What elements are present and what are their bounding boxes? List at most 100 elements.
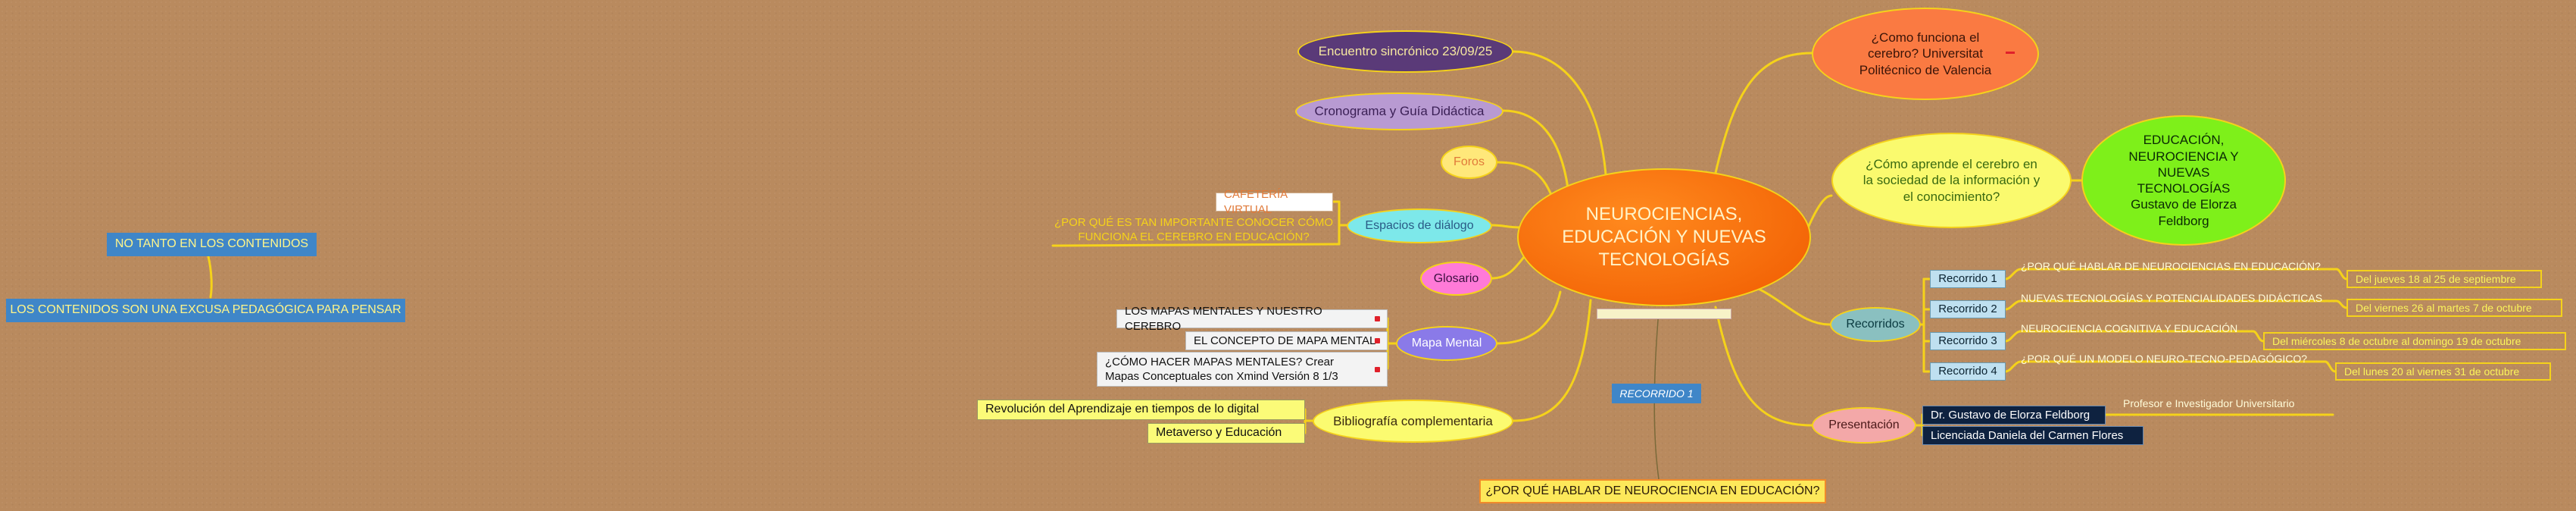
person-gustavo[interactable]: Dr. Gustavo de Elorza Feldborg — [1922, 406, 2106, 425]
mapa-child-como-hacer-marker — [1375, 367, 1380, 372]
central-topic[interactable]: NEUROCIENCIAS, EDUCACIÓN Y NUEVAS TECNOL… — [1517, 168, 1811, 306]
connector-mapa — [1496, 290, 1562, 345]
person-daniela[interactable]: Licenciada Daniela del Carmen Flores — [1922, 426, 2144, 445]
branch-mapa-mental-label: Mapa Mental — [1411, 337, 1482, 350]
branch-presentacion[interactable]: Presentación — [1812, 407, 1916, 444]
person-daniela-name: Licenciada Daniela del Carmen Flores — [1931, 428, 2124, 442]
como-funciona-marker — [2006, 52, 2015, 54]
connector-r2-date — [2335, 299, 2348, 309]
branch-foros-label: Foros — [1453, 155, 1485, 168]
person-gustavo-name: Dr. Gustavo de Elorza Feldborg — [1931, 408, 2090, 422]
person-gustavo-role[interactable]: Profesor e Investigador Universitario — [2123, 397, 2294, 411]
espacios-child-cafeteria[interactable]: CAFETERÍA VIRTUAL — [1216, 188, 1333, 216]
espacios-child-por-que[interactable]: ¿POR QUÉ ES TAN IMPORTANTE CONOCER CÓMO … — [1053, 216, 1335, 245]
mapa-child-concepto-label: EL CONCEPTO DE MAPA MENTAL — [1194, 334, 1376, 347]
branch-presentacion-label: Presentación — [1828, 419, 1900, 431]
recorrido-4-date-text: Del lunes 20 al viernes 31 de octubre — [2344, 365, 2520, 378]
connector-como-funciona — [1714, 52, 1813, 174]
branch-como-funciona-label: ¿Como funciona el cerebro? Universitat P… — [1859, 30, 1992, 77]
branch-mapa-mental[interactable]: Mapa Mental — [1396, 326, 1497, 361]
recorrido-3-date-text: Del miércoles 8 de octubre al domingo 19… — [2272, 334, 2521, 347]
floating-bottom-question-text: ¿POR QUÉ HABLAR DE NEUROCIENCIA EN EDUCA… — [1485, 484, 1820, 497]
branch-recorridos[interactable]: Recorridos — [1830, 307, 1921, 342]
espacios-child-cafeteria-label: CAFETERÍA VIRTUAL — [1224, 188, 1288, 216]
connector-glosario — [1491, 252, 1528, 280]
recorrido-1-topic[interactable]: ¿POR QUÉ HABLAR DE NEUROCIENCIAS EN EDUC… — [2021, 260, 2321, 274]
recorrido-3-date[interactable]: Del miércoles 8 de octubre al domingo 19… — [2263, 332, 2566, 350]
connector-encuentro — [1512, 50, 1607, 176]
connector-espacios-children — [1338, 200, 1348, 246]
recorrido-2-date-text: Del viernes 26 al martes 7 de octubre — [2356, 301, 2532, 314]
connector-mapa-children — [1386, 317, 1397, 370]
floating-recorrido-tag[interactable]: RECORRIDO 1 — [1612, 384, 1701, 403]
branch-como-aprende[interactable]: ¿Cómo aprende el cerebro en la sociedad … — [1831, 133, 2072, 228]
connector-presentacion — [1714, 306, 1813, 427]
branch-encuentro[interactable]: Encuentro sincrónico 23/09/25 — [1297, 30, 1513, 73]
recorrido-1-label[interactable]: Recorrido 1 — [1930, 270, 2006, 288]
mapa-child-nuestro-cerebro-marker — [1375, 316, 1380, 321]
recorrido-3-label[interactable]: Recorrido 3 — [1930, 332, 2006, 350]
branch-glosario[interactable]: Glosario — [1420, 262, 1492, 296]
mapa-child-concepto-marker — [1375, 338, 1380, 343]
recorrido-4-topic[interactable]: ¿POR QUÉ UN MODELO NEURO-TECNO-PEDAGÓGIC… — [2021, 353, 2307, 366]
recorrido-1-text: Recorrido 1 — [1938, 272, 1997, 286]
recorrido-3-topic[interactable]: NEUROCIENCIA COGNITIVA Y EDUCACIÓN — [2021, 322, 2237, 336]
recorrido-4-label[interactable]: Recorrido 4 — [1930, 362, 2006, 381]
floating-left-bottom[interactable]: LOS CONTENIDOS SON UNA EXCUSA PEDAGÓGICA… — [6, 299, 405, 322]
recorrido-3-text: Recorrido 3 — [1938, 334, 1997, 348]
connector-bibliografia — [1512, 299, 1592, 422]
mapa-child-como-hacer[interactable]: ¿CÓMO HACER MAPAS MENTALES? Crear Mapas … — [1097, 352, 1388, 387]
bib-child-metaverso[interactable]: Metaverso y Educación — [1147, 423, 1305, 444]
bib-child-revolucion-label: Revolución del Aprendizaje en tiempos de… — [985, 403, 1260, 416]
recorrido-2-text: Recorrido 2 — [1938, 303, 1997, 316]
recorrido-4-date[interactable]: Del lunes 20 al viernes 31 de octubre — [2335, 362, 2551, 381]
branch-foros[interactable]: Foros — [1441, 146, 1497, 179]
mapa-child-concepto[interactable]: EL CONCEPTO DE MAPA MENTAL — [1185, 331, 1388, 350]
connector-bib-children — [1304, 408, 1314, 434]
recorrido-1-date[interactable]: Del jueves 18 al 25 de septiembre — [2347, 270, 2542, 288]
branch-bibliografia[interactable]: Bibliografía complementaria — [1313, 400, 1513, 443]
floating-recorrido-tag-text: RECORRIDO 1 — [1619, 387, 1694, 400]
mapa-child-nuestro-cerebro[interactable]: LOS MAPAS MENTALES Y NUESTRO CEREBRO — [1116, 305, 1388, 333]
connector-presentacion-children — [1915, 413, 1924, 437]
recorrido-2-topic[interactable]: NUEVAS TECNOLOGÍAS Y POTENCIALIDADES DID… — [2021, 292, 2322, 306]
connector-recorridos — [1756, 287, 1831, 326]
branch-recorridos-label: Recorridos — [1846, 318, 1905, 331]
connector-por-que — [1051, 243, 1341, 247]
branch-como-funciona[interactable]: ¿Como funciona el cerebro? Universitat P… — [1812, 8, 2039, 100]
connector-r2-topic — [2004, 299, 2338, 311]
floating-left-bottom-text: LOS CONTENIDOS SON UNA EXCUSA PEDAGÓGICA… — [10, 303, 401, 317]
person-gustavo-role-text: Profesor e Investigador Universitario — [2123, 397, 2295, 409]
connector-left-float — [207, 255, 213, 299]
connector-r1-topic — [2004, 268, 2338, 281]
branch-libro-label: EDUCACIÓN, NEUROCIENCIA Y NUEVAS TECNOLO… — [2128, 133, 2239, 228]
connector-r4-date — [2324, 360, 2337, 373]
branch-cronograma[interactable]: Cronograma y Guía Didáctica — [1295, 92, 1503, 130]
mapa-child-nuestro-cerebro-label: LOS MAPAS MENTALES Y NUESTRO CEREBRO — [1125, 305, 1322, 333]
central-topic-label: NEUROCIENCIAS, EDUCACIÓN Y NUEVAS TECNOL… — [1562, 204, 1766, 270]
connector-r4-topic — [2004, 360, 2327, 373]
recorrido-1-topic-text: ¿POR QUÉ HABLAR DE NEUROCIENCIAS EN EDUC… — [2021, 260, 2321, 272]
floating-bottom-question[interactable]: ¿POR QUÉ HABLAR DE NEUROCIENCIA EN EDUCA… — [1479, 479, 1826, 503]
recorrido-2-label[interactable]: Recorrido 2 — [1930, 300, 2006, 318]
floating-left-top-text: NO TANTO EN LOS CONTENIDOS — [114, 237, 309, 251]
floating-left-top[interactable]: NO TANTO EN LOS CONTENIDOS — [107, 233, 317, 256]
branch-espacios[interactable]: Espacios de diálogo — [1347, 208, 1492, 243]
branch-encuentro-label: Encuentro sincrónico 23/09/25 — [1318, 44, 1493, 59]
connector-r3-topic — [2004, 330, 2255, 343]
espacios-child-por-que-label: ¿POR QUÉ ES TAN IMPORTANTE CONOCER CÓMO … — [1054, 216, 1334, 243]
mapa-child-como-hacer-label: ¿CÓMO HACER MAPAS MENTALES? Crear Mapas … — [1105, 355, 1338, 384]
recorrido-2-topic-text: NUEVAS TECNOLOGÍAS Y POTENCIALIDADES DID… — [2021, 292, 2323, 304]
branch-cronograma-label: Cronograma y Guía Didáctica — [1314, 104, 1485, 119]
branch-como-aprende-label: ¿Cómo aprende el cerebro en la sociedad … — [1863, 157, 2041, 204]
recorrido-4-text: Recorrido 4 — [1938, 365, 1997, 378]
branch-bibliografia-label: Bibliografía complementaria — [1333, 413, 1493, 428]
recorrido-2-date[interactable]: Del viernes 26 al martes 7 de octubre — [2347, 299, 2562, 317]
connector-r3-date — [2252, 330, 2265, 343]
connector-espacios — [1491, 224, 1522, 229]
central-link-bar[interactable] — [1597, 309, 1731, 319]
connector-r1-date — [2335, 268, 2348, 281]
branch-libro[interactable]: EDUCACIÓN, NEUROCIENCIA Y NUEVAS TECNOLO… — [2081, 115, 2286, 246]
bib-child-revolucion[interactable]: Revolución del Aprendizaje en tiempos de… — [977, 400, 1305, 420]
